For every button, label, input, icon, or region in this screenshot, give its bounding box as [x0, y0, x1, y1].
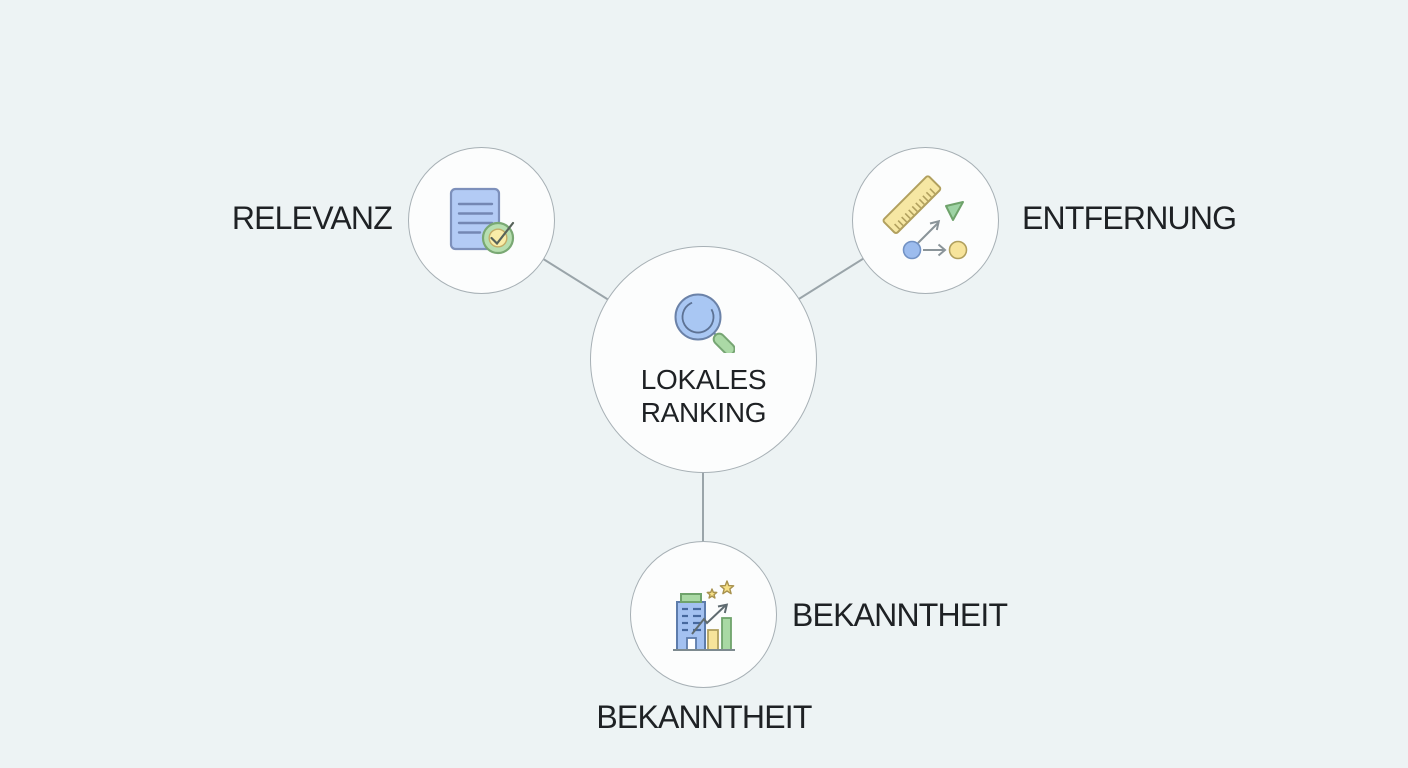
building-growth-icon: [672, 579, 735, 651]
center-node-label-line1: LOKALES: [640, 363, 767, 395]
label-bekanntheit-side: BEKANNTHEIT: [792, 597, 1008, 633]
node-entfernung: [852, 147, 999, 294]
node-bekanntheit: [630, 541, 777, 688]
center-node-label-line2: RANKING: [640, 396, 767, 428]
ruler-distance-icon: [882, 174, 967, 259]
node-relevanz: [408, 147, 555, 294]
caption-bekanntheit-bottom: BEKANNTHEIT: [596, 699, 812, 735]
star-large: [719, 579, 734, 594]
document-check-icon: [449, 187, 514, 254]
label-entfernung: ENTFERNUNG: [1022, 200, 1237, 236]
center-node-lokales-ranking: LOKALES RANKING: [590, 246, 817, 473]
star-small: [706, 587, 717, 599]
magnifier-icon: [674, 293, 735, 353]
label-relevanz: RELEVANZ: [231, 200, 393, 236]
center-node-label: LOKALES RANKING: [641, 363, 767, 429]
